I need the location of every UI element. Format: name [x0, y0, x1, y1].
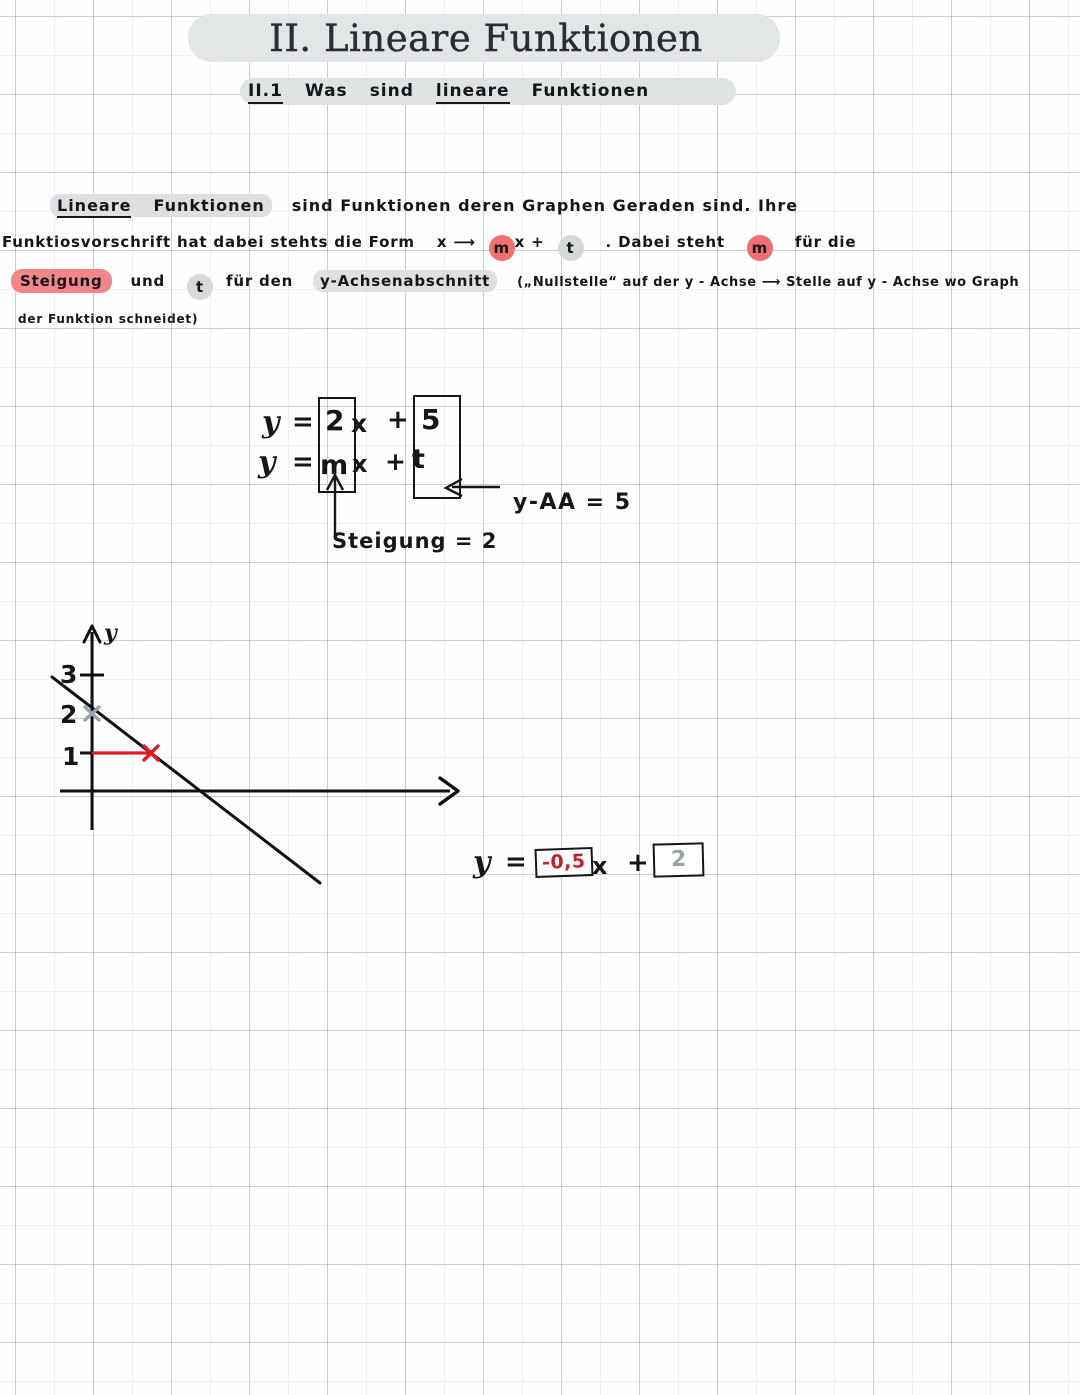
graph-tick-label-2: 2	[60, 700, 78, 729]
slope-point-marker	[142, 744, 160, 762]
bottom-eq-intercept-box: 2	[652, 842, 705, 878]
highlight-lineare-funktionen: Lineare Funktionen	[50, 194, 272, 218]
term-funktionen: Funktionen	[153, 196, 265, 215]
eq-row1-intercept: 5	[421, 403, 441, 436]
maps-to-arrow: x ⟶	[436, 233, 476, 251]
y-intercept-marker	[83, 705, 101, 722]
subtitle-word-4: Funktionen	[531, 81, 650, 101]
subtitle-word-3: lineare	[435, 81, 510, 104]
bottom-eq-equals: =	[505, 847, 527, 877]
graph-tick-label-3: 3	[60, 660, 78, 689]
annotation-y-achsenabschnitt: y-AA = 5	[513, 490, 632, 515]
eq-row1-slope: 2	[325, 404, 345, 437]
highlight-y-achsenabschnitt: y-Achsenabschnitt	[313, 270, 498, 292]
page-title: II. Lineare Funktionen	[269, 17, 703, 60]
highlight-steigung: Steigung	[11, 269, 112, 293]
title-highlight-band	[188, 14, 780, 62]
eq-row2-plus: +	[385, 447, 406, 476]
paragraph-line-4: der Funktion schneidet)	[18, 312, 199, 326]
token-m-circle-1: m	[488, 235, 515, 261]
graph-y-axis-label: y	[104, 620, 117, 646]
eq-row1-equals: =	[292, 407, 314, 437]
paragraph-line-1-rest: sind Funktionen deren Graphen Geraden si…	[291, 196, 799, 215]
paragraph-line-2-pre: Funktiosvorschrift hat dabei stehts die …	[2, 233, 415, 251]
eq-row2-y: y	[258, 445, 276, 480]
coordinate-graph	[50, 624, 460, 885]
eq-row2-intercept: t	[412, 444, 425, 475]
eq-row1-plus: +	[387, 405, 409, 435]
annotation-steigung: Steigung = 2	[332, 529, 498, 553]
subtitle-word-1: Was	[304, 81, 348, 101]
paragraph-line-3: Steigung und t für den y-Achsenabschnitt („Nu…	[11, 269, 1020, 300]
bottom-eq-plus: +	[627, 848, 649, 878]
paragraph-line-2-tail: für die	[794, 233, 857, 251]
eq-row1-x: x	[351, 409, 368, 438]
graph-tick-label-1: 1	[62, 742, 80, 771]
subtitle-number: II.1	[248, 81, 283, 104]
x-axis-arrow-icon	[438, 776, 460, 806]
paragraph-und: und	[130, 272, 166, 290]
paragraph-line-3-note: („Nullstelle“ auf der y - Achse ⟶ Stelle…	[517, 275, 1020, 290]
bottom-eq-y: y	[473, 845, 491, 880]
intercept-box	[413, 395, 461, 499]
paragraph-line-2-mid: x +	[514, 233, 545, 251]
subtitle-word-2: sind	[369, 81, 414, 101]
subtitle-highlight-band	[240, 78, 736, 105]
token-t-circle-1: t	[557, 235, 584, 261]
token-t-circle-2: t	[187, 274, 214, 300]
bottom-eq-x: x	[592, 852, 608, 880]
eq-row2-x: x	[352, 450, 368, 478]
paragraph-line-2-post: . Dabei steht	[605, 233, 725, 251]
eq-row1-y: y	[262, 405, 280, 440]
y-axis-arrow-icon	[82, 624, 102, 644]
paragraph-line-1: Lineare Funktionen sind Funktionen deren G…	[50, 194, 799, 218]
paragraph-line-2: Funktiosvorschrift hat dabei stehts die …	[2, 233, 856, 261]
eq-row2-slope: m	[320, 450, 349, 481]
token-m-circle-2: m	[746, 235, 773, 261]
bottom-eq-slope-box: -0,5	[534, 847, 594, 878]
slope-box	[318, 397, 356, 493]
eq-row2-equals: =	[292, 447, 314, 477]
subtitle: II.1 Was sind lineare Funktionen	[248, 79, 649, 104]
term-lineare: Lineare	[57, 196, 132, 218]
paragraph-fuer-den: für den	[226, 272, 294, 290]
